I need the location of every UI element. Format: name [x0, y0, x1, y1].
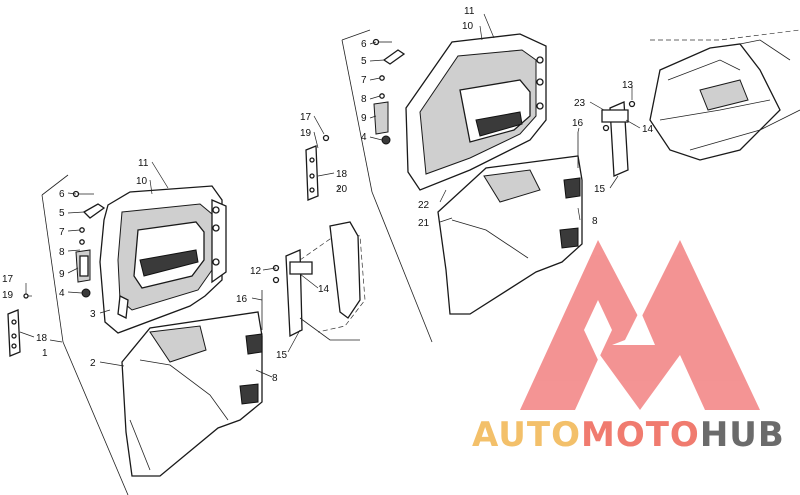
callout-r18: 18	[336, 169, 348, 180]
callout-2: 2	[90, 358, 96, 369]
callout-19: 19	[2, 290, 14, 301]
callout-r20: 20	[336, 184, 348, 195]
right-callouts: 17 19 18 20 6 5 7 8 9 4 11 10 22 21 16 2…	[300, 6, 654, 229]
callout-6: 6	[59, 189, 65, 200]
callout-16: 16	[236, 294, 248, 305]
mid-hinge-plate	[261, 249, 313, 338]
watermark-auto: AUTO	[472, 415, 581, 455]
callout-4: 4	[59, 288, 65, 299]
watermark-moto: MOTO	[581, 415, 700, 455]
callout-r14: 14	[642, 124, 654, 135]
callout-r11: 11	[464, 6, 475, 17]
callout-5: 5	[59, 208, 65, 219]
left-bracket-18	[7, 293, 29, 357]
right-door-frame	[405, 33, 547, 191]
left-door-frame	[99, 185, 227, 334]
callout-r23: 23	[574, 98, 586, 109]
callout-r17: 17	[300, 112, 312, 123]
callout-r13: 13	[622, 80, 634, 91]
watermark-text: AUTOMOTOHUB	[472, 415, 785, 455]
callout-8-hinge: 8	[272, 373, 278, 384]
mid-body-section	[299, 221, 366, 341]
callout-r9: 9	[361, 113, 367, 124]
svg-text:AUTOMOTOHUB: AUTOMOTOHUB	[472, 415, 785, 455]
right-hinge-plate	[601, 100, 636, 177]
callout-10: 10	[136, 176, 148, 187]
watermark-inner-mark	[612, 310, 655, 345]
callout-8: 8	[59, 247, 65, 258]
callout-r5: 5	[361, 56, 367, 67]
callout-r8b: 8	[592, 216, 598, 227]
leader-lines	[19, 13, 641, 378]
left-door-panel	[121, 311, 263, 477]
callout-r19: 19	[300, 128, 312, 139]
watermark-inner-cutout	[584, 300, 612, 360]
callout-r8: 8	[361, 94, 367, 105]
callout-18: 18	[36, 333, 48, 344]
callout-14: 14	[318, 284, 330, 295]
mid-bracket-18	[305, 134, 330, 201]
right-assembly-outline	[341, 29, 433, 343]
callout-3: 3	[90, 309, 96, 320]
callout-r22: 22	[418, 200, 430, 211]
left-callouts: 6 5 7 8 9 4 11 10 3 2 17 19 18 1 12 16 1…	[2, 158, 330, 384]
callout-17: 17	[2, 274, 14, 285]
watermark-logo	[520, 240, 760, 410]
right-door-panel	[437, 155, 583, 315]
callout-r4: 4	[361, 132, 367, 143]
left-hardware	[72, 190, 106, 298]
callout-r15: 15	[594, 184, 606, 195]
callout-1: 1	[42, 348, 48, 359]
callout-r6: 6	[361, 39, 367, 50]
callout-7: 7	[59, 227, 65, 238]
callout-r21: 21	[418, 218, 430, 229]
callout-r7: 7	[361, 75, 367, 86]
callout-15: 15	[276, 350, 288, 361]
callout-r16: 16	[572, 118, 584, 129]
right-hardware	[372, 38, 579, 168]
left-assembly-outline	[41, 174, 129, 495]
callout-12: 12	[250, 266, 262, 277]
right-body-frame	[649, 29, 800, 161]
callout-11: 11	[138, 158, 149, 169]
watermark-hub: HUB	[700, 415, 785, 455]
callout-9: 9	[59, 269, 65, 280]
callout-r10: 10	[462, 21, 474, 32]
